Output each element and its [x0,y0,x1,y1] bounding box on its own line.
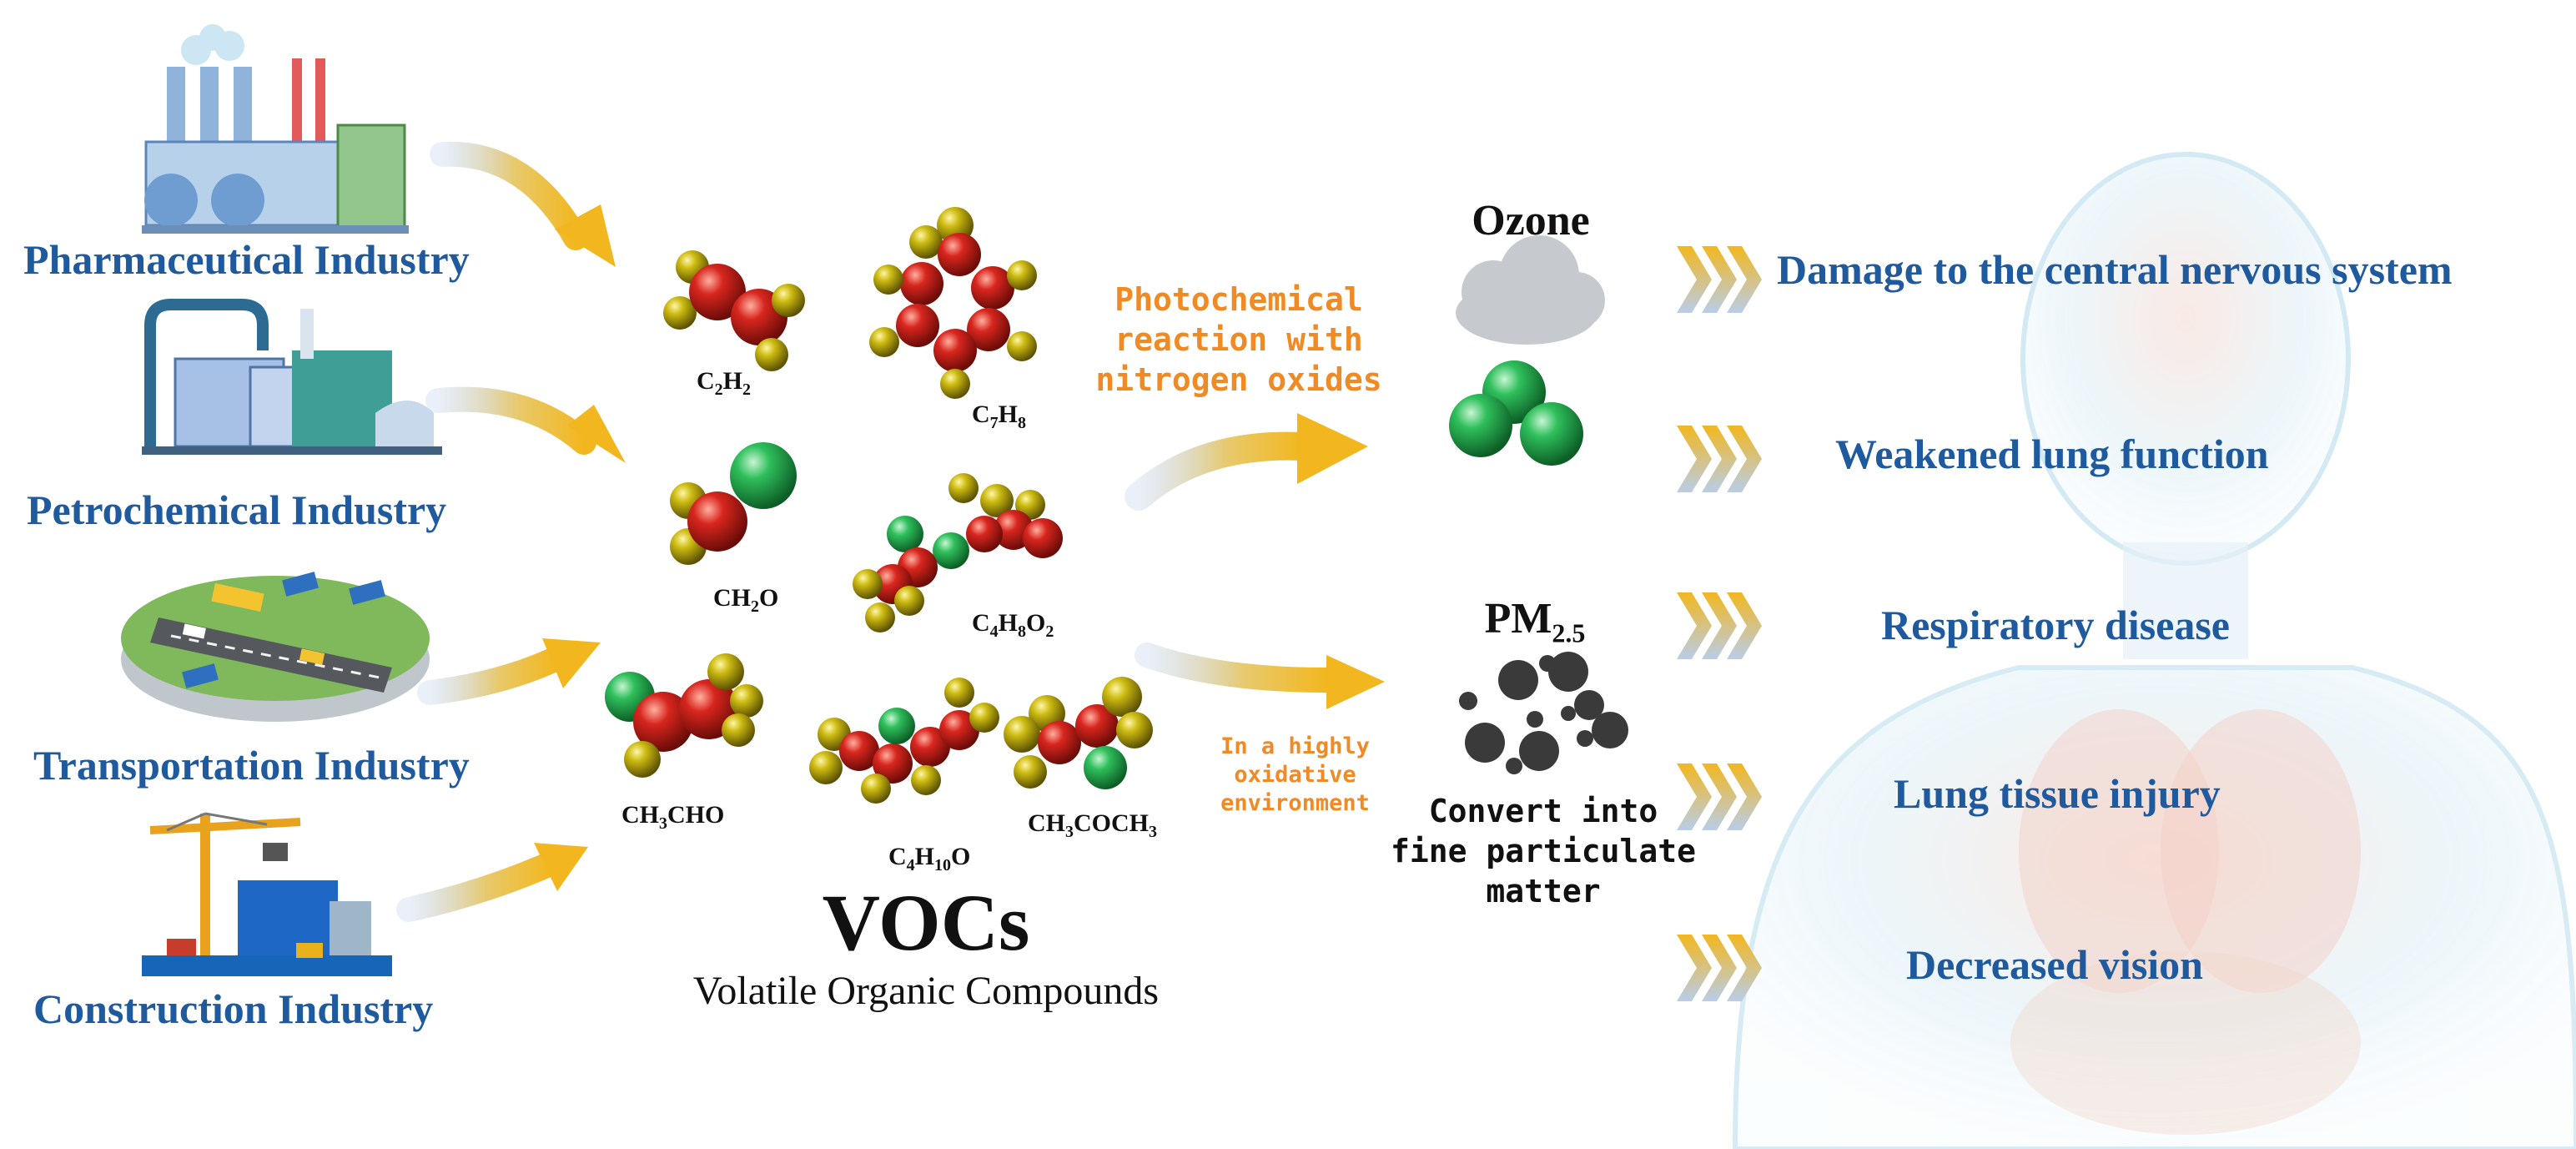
voc-to-ozone-arrow [1124,413,1368,511]
convert-line-3: matter [1486,873,1601,910]
vocs-subtitle: Volatile Organic Compounds [692,969,1160,1013]
ozone-label: Ozone [1472,197,1590,244]
industry-to-voc-arrow-1 [430,141,616,267]
cloud-icon [1456,235,1605,345]
effect-central-nervous-system: Damage to the central nervous system [1777,246,2453,293]
ch3cho-molecule [605,653,763,778]
formula-c4h8o2: C4H8O2 [972,609,1054,641]
formula-ch2o: CH2O [713,584,779,616]
industry-to-voc-arrow-3 [417,638,601,705]
oxidative-environment-label: In a highly oxidative environment [1201,733,1389,818]
petrochemical-plant-icon [142,299,442,455]
formula-ch3coch3: CH3COCH3 [1028,809,1157,841]
vocs-title: VOCs [822,878,1030,967]
industry-to-voc-arrow-2 [425,386,626,463]
pharmaceutical-factory-icon [142,24,409,234]
photochemical-reaction-label: Photochemical reaction with nitrogen oxi… [1089,280,1389,400]
construction-site-icon [142,812,392,976]
oxidative-line-3: environment [1220,790,1370,816]
effect-decreased-vision: Decreased vision [1906,941,2203,988]
effect-chevrons [1677,246,1762,1001]
c7h8-molecule [869,207,1037,399]
formula-c7h8: C7H8 [972,401,1027,432]
convert-line-1: Convert into [1428,793,1658,829]
ozone-molecule [1449,360,1583,466]
construction-industry-label: Construction Industry [33,985,434,1032]
transportation-road-icon [121,572,430,722]
effect-lung-tissue-injury: Lung tissue injury [1894,770,2221,817]
photochemical-line-2: reaction with [1114,321,1363,358]
c2h2-molecule [663,250,805,371]
pm-sub-text: 2.5 [1552,617,1586,648]
c4h10o-molecule [809,678,999,804]
formula-c4h10o: C4H10O [888,843,971,874]
c4h8o2-molecule [853,473,1063,632]
ch3coch3-molecule [1004,677,1153,789]
oxidative-line-2: oxidative [1234,762,1356,788]
effect-respiratory-disease: Respiratory disease [1881,602,2230,648]
pm-main-text: PM [1484,595,1552,643]
convert-line-2: fine particulate [1390,833,1697,869]
particulate-matter-icon [1459,652,1628,774]
transportation-industry-label: Transportation Industry [33,742,470,789]
effect-weakened-lung-function: Weakened lung function [1835,431,2269,477]
convert-label: Convert into fine particulate matter [1385,791,1702,911]
voc-to-pm-arrow [1135,643,1385,709]
oxidative-line-1: In a highly [1220,733,1370,759]
photochemical-line-1: Photochemical [1114,281,1363,318]
pm25-label: PM2.5 [1447,594,1623,648]
formula-c2h2: C2H2 [697,367,752,399]
formula-ch3cho: CH3CHO [621,801,725,833]
pharmaceutical-industry-label: Pharmaceutical Industry [23,236,470,283]
industry-to-voc-arrow-4 [396,843,588,922]
petrochemical-industry-label: Petrochemical Industry [27,486,447,533]
ch2o-molecule [670,442,797,565]
photochemical-line-3: nitrogen oxides [1095,361,1382,398]
